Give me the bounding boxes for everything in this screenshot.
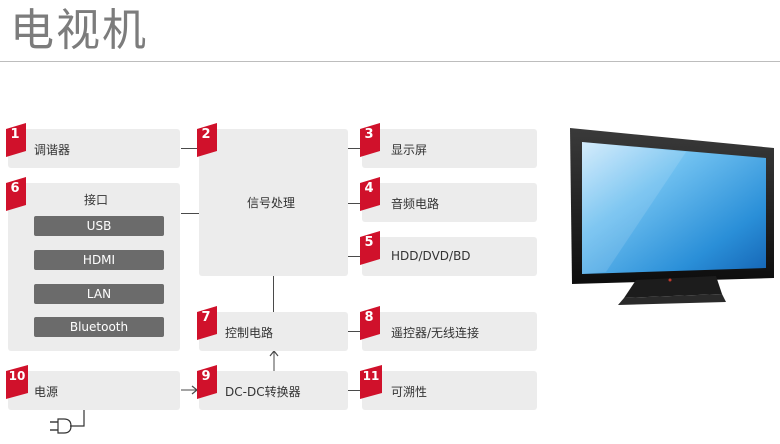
block-interfaces: 6 接口 USB HDMI LAN Bluetooth <box>6 177 180 351</box>
wire-tuner-to-signal <box>181 148 199 149</box>
block-label: 电源 <box>34 385 59 399</box>
block-label: 控制电路 <box>225 326 274 340</box>
block-label: DC-DC转换器 <box>225 385 301 399</box>
badge-9: 9 <box>195 365 219 399</box>
block-label: 遥控器/无线连接 <box>391 326 480 340</box>
wire-signal-to-storage <box>348 256 362 257</box>
block-audio: 4 音频电路 <box>360 177 537 222</box>
wire-signal-to-display <box>348 148 362 149</box>
badge-10: 10 <box>4 365 28 399</box>
badge-5: 5 <box>358 231 382 265</box>
badge-1: 1 <box>4 123 28 157</box>
block-tuner: 1 调谐器 <box>6 123 180 168</box>
block-display: 3 显示屏 <box>360 123 537 168</box>
badge-3: 3 <box>358 123 382 157</box>
badge-2: 2 <box>195 123 219 157</box>
badge-4: 4 <box>358 177 382 211</box>
port-hdmi: HDMI <box>34 250 164 270</box>
title-divider <box>0 61 780 62</box>
block-label: 信号处理 <box>247 196 296 210</box>
block-label: 可溯性 <box>391 385 428 399</box>
arrow-dcdc-to-control <box>269 350 279 372</box>
block-label: HDD/DVD/BD <box>391 249 471 263</box>
page-title: 电视机 <box>10 5 148 56</box>
block-remote-wireless: 8 遥控器/无线连接 <box>360 306 537 351</box>
block-power-supply: 10 电源 <box>6 365 180 410</box>
block-control-circuit: 7 控制电路 <box>197 306 348 351</box>
badge-8: 8 <box>358 306 382 340</box>
wire-signal-to-audio <box>348 203 362 204</box>
badge-11: 11 <box>358 365 382 399</box>
block-dcdc-converter: 9 DC-DC转换器 <box>197 365 348 410</box>
wire-interface-to-signal <box>181 213 199 214</box>
block-label: 音频电路 <box>391 197 440 211</box>
block-label: 接口 <box>84 193 109 207</box>
port-lan: LAN <box>34 284 164 304</box>
wire-control-to-remote <box>348 331 362 332</box>
port-bluetooth: Bluetooth <box>34 317 164 337</box>
block-label: 调谐器 <box>34 143 71 157</box>
badge-7: 7 <box>195 306 219 340</box>
block-label: 显示屏 <box>391 143 428 157</box>
badge-6: 6 <box>4 177 28 211</box>
block-signal-processing: 2 信号处理 <box>197 123 348 276</box>
power-plug-icon <box>50 410 85 434</box>
block-storage: 5 HDD/DVD/BD <box>360 231 537 276</box>
television-image <box>570 128 774 305</box>
block-traceability: 11 可溯性 <box>360 365 537 410</box>
wire-dcdc-to-traceability <box>348 390 362 391</box>
port-usb: USB <box>34 216 164 236</box>
wire-control-to-signal <box>273 276 274 312</box>
